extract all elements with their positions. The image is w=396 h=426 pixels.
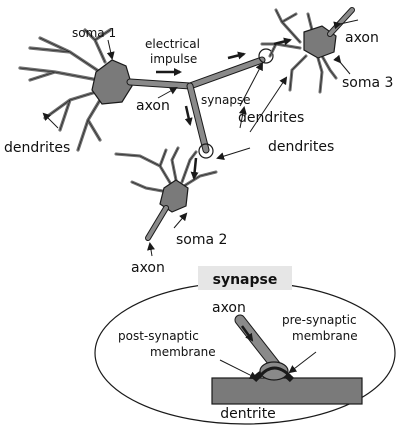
- dendrite-block: [212, 378, 362, 404]
- label-dendrites-mid: dendrites: [238, 110, 304, 126]
- neuron-3: [262, 10, 352, 92]
- label-impulse: impulse: [150, 52, 197, 66]
- soma-1: [92, 60, 132, 104]
- label-axon-topright: axon: [345, 30, 379, 46]
- inset-pre-line2: membrane: [292, 329, 358, 343]
- inset-pre-line1: pre-synaptic: [282, 313, 357, 327]
- label-axon-bottom: axon: [131, 260, 165, 276]
- label-soma1: soma 1: [72, 26, 116, 40]
- label-dendrites-left: dendrites: [4, 140, 70, 156]
- label-axon-main: axon: [136, 98, 170, 114]
- inset-title: synapse: [213, 272, 278, 288]
- label-synapse: synapse: [201, 93, 251, 107]
- neuron-2: [116, 148, 216, 238]
- inset-axon-label: axon: [212, 300, 246, 316]
- inset-post-line1: post-synaptic: [118, 329, 199, 343]
- label-dendrites-right: dendrites: [268, 139, 334, 155]
- label-soma3: soma 3: [342, 75, 393, 91]
- label-soma2: soma 2: [176, 232, 227, 248]
- synapse-inset: synapse axon post-synaptic membrane pre-…: [95, 266, 395, 424]
- label-electrical: electrical: [145, 37, 200, 51]
- inset-dendrite-label: dentrite: [220, 406, 276, 422]
- inset-post-line2: membrane: [150, 345, 216, 359]
- neuron-1: [20, 30, 262, 150]
